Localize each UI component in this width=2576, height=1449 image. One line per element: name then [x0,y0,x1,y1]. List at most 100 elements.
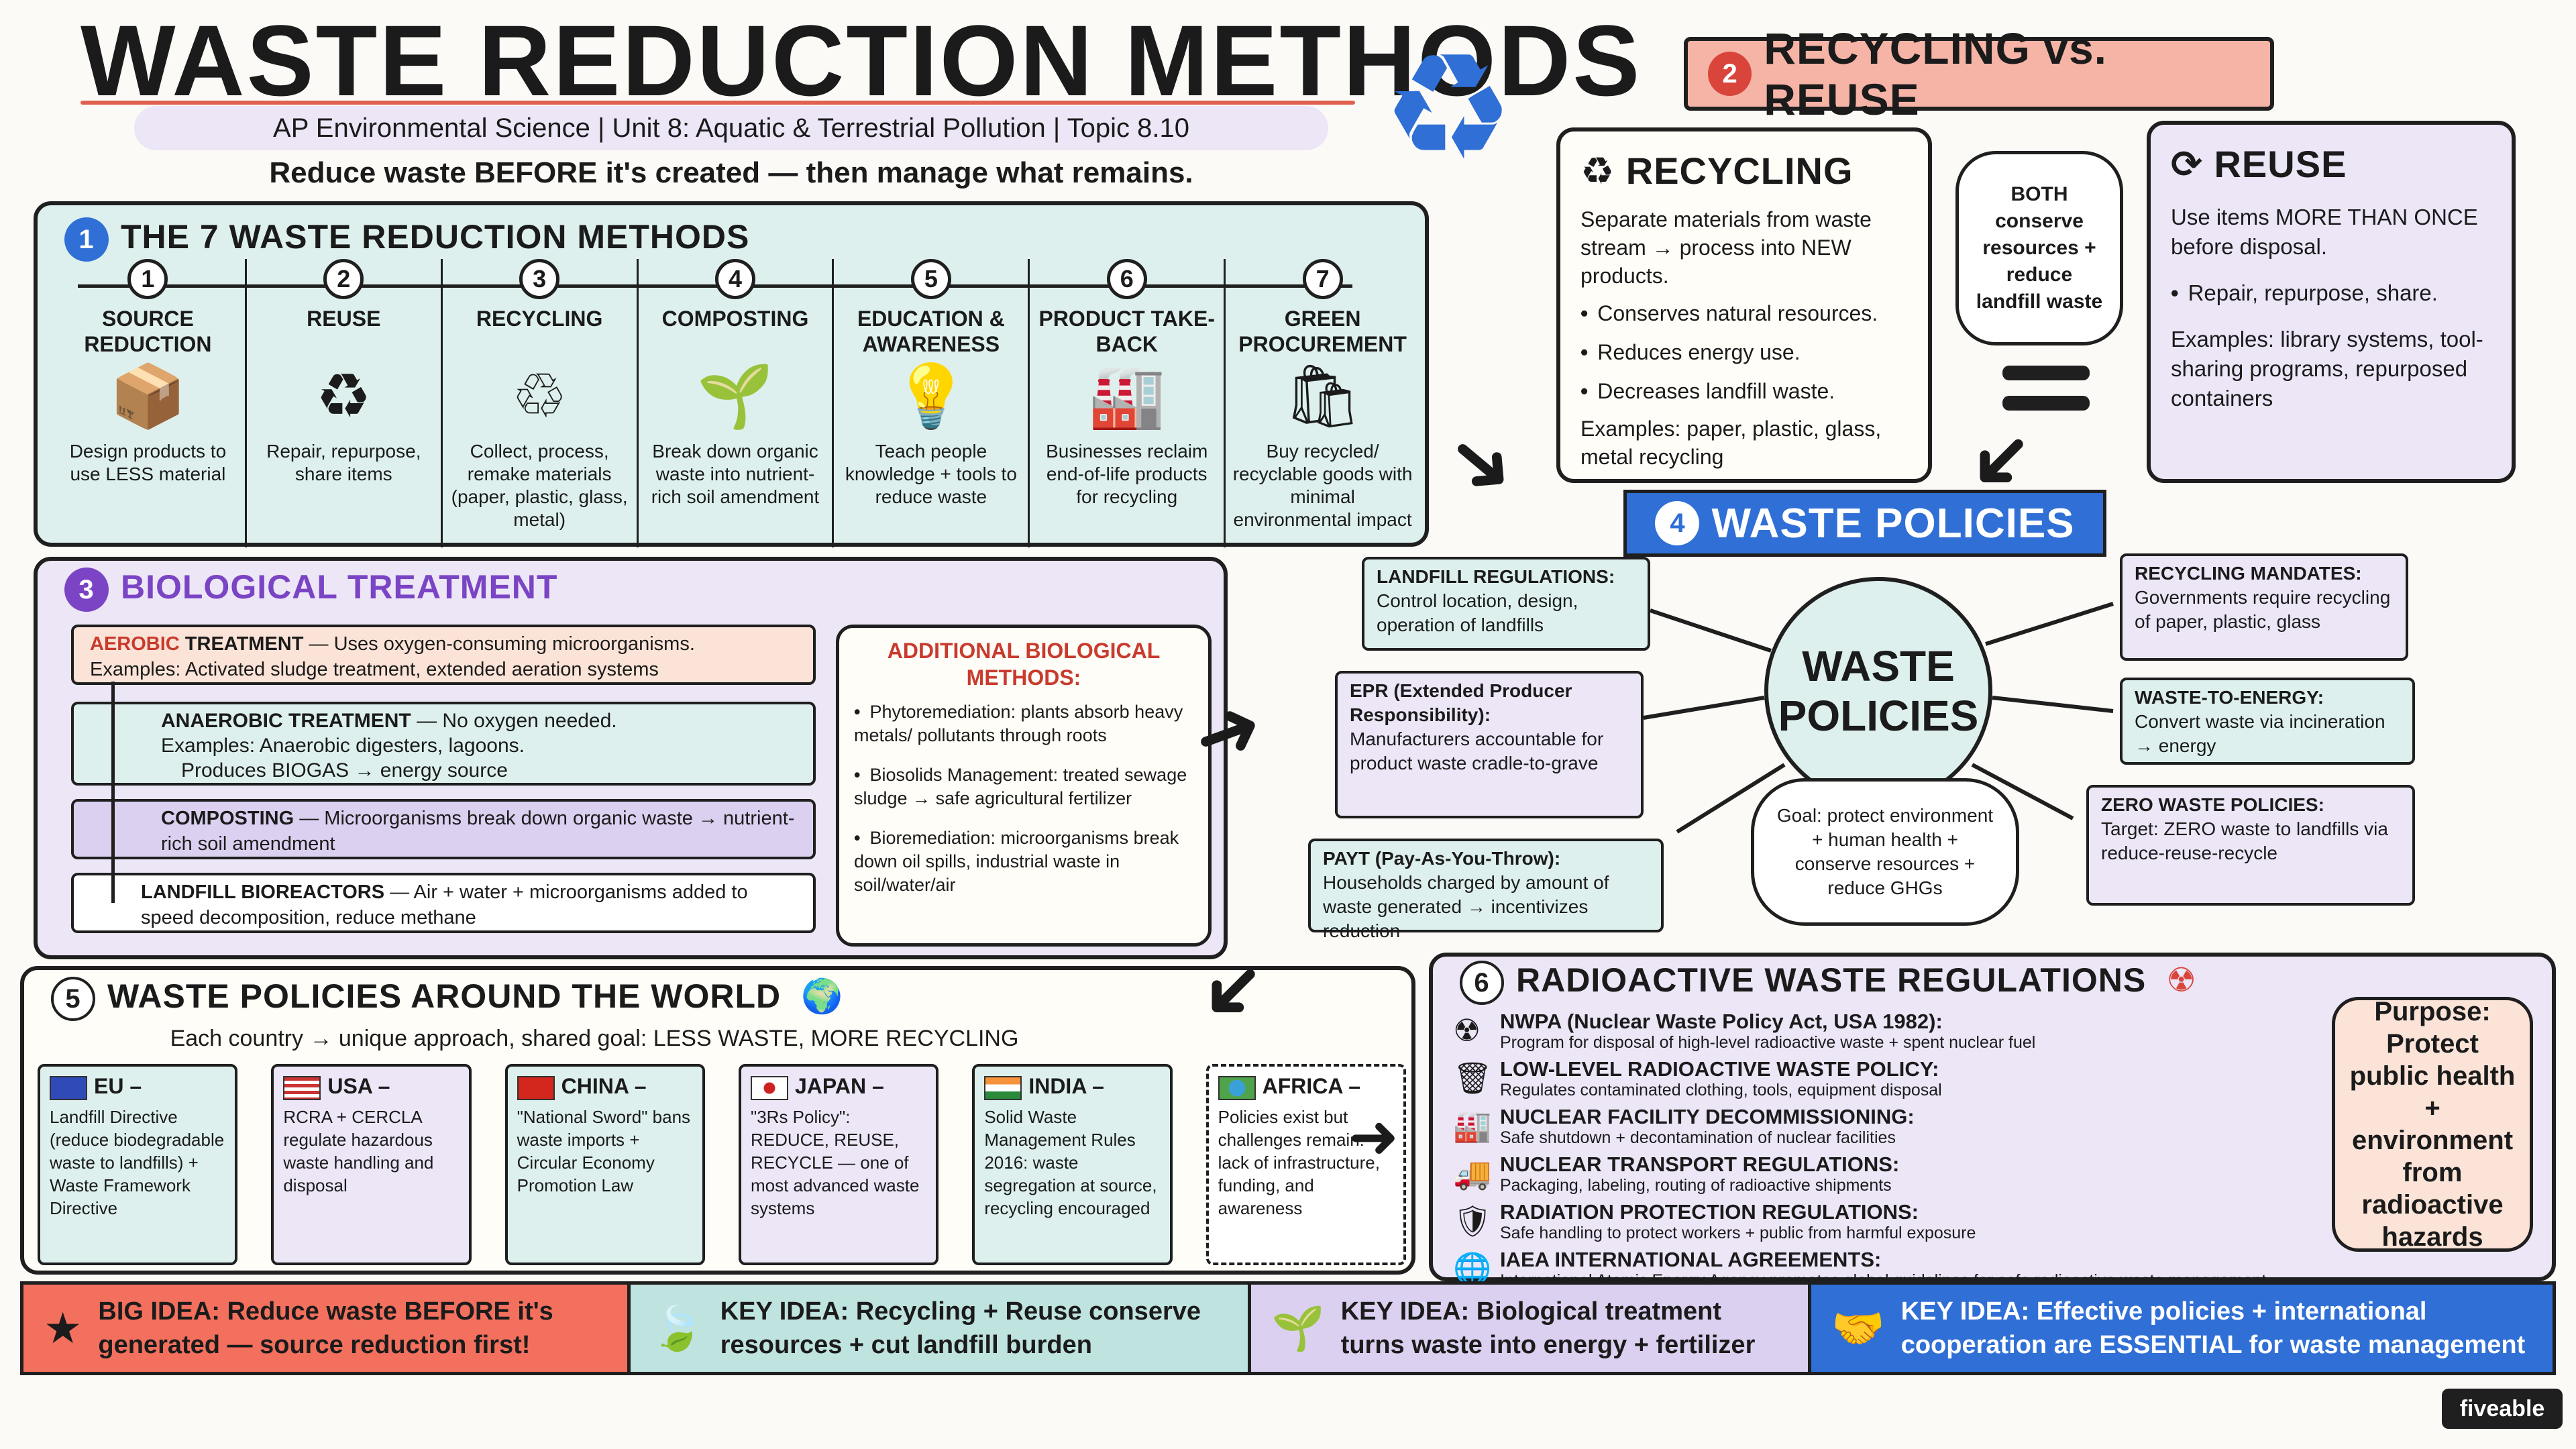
country-name: AFRICA – [1262,1074,1361,1098]
country-name: CHINA – [561,1074,647,1098]
bullet-item: Phytoremediation: plants absorb heavy me… [854,700,1193,747]
policies-hub: WASTE POLICIES [1764,577,1992,805]
recycling-examples: Examples: paper, plastic, glass, metal r… [1580,417,1882,469]
aerobic-examples: Examples: Activated sludge treatment, ex… [90,659,659,680]
method-desc: Businesses reclaim end-of-life products … [1046,441,1208,507]
additional-list: Phytoremediation: plants absorb heavy me… [854,700,1193,897]
composting-desc: — Microorganisms break down organic wast… [161,808,795,855]
bullet-item: Bioremediation: microorganisms break dow… [854,826,1193,897]
method-step-number: 3 [519,259,560,299]
star-icon: ★ [44,1304,83,1352]
anaerobic-row: ANAEROBIC TREATMENT — No oxygen needed. … [71,702,816,786]
policy-title: RECYCLING MANDATES: [2135,563,2362,584]
radioactive-item-icon: 🚚 [1453,1156,1492,1191]
recycling-card-icon: ♻ [1580,150,1626,192]
radioactive-item: 🗑LOW-LEVEL RADIOACTIVE WASTE POLICY:Regu… [1453,1058,2325,1100]
method-desc: Design products to use LESS material [69,441,227,484]
radioactive-item-title: NUCLEAR FACILITY DECOMMISSIONING: [1500,1105,1915,1128]
section5-number: 5 [51,977,95,1021]
method-name: REUSE [307,307,381,331]
bioreactors-row: LANDFILL BIOREACTORS — Air + water + mic… [71,873,816,933]
section2-title: RECYCLING vs. REUSE [1764,23,2108,124]
policy-desc: Target: ZERO waste to landfills via redu… [2101,818,2388,863]
additional-title: ADDITIONAL BIOLOGICAL METHODS: [887,639,1161,690]
radioactive-item-title: LOW-LEVEL RADIOACTIVE WASTE POLICY: [1500,1057,1939,1081]
radioactive-item-title: RADIATION PROTECTION REGULATIONS: [1500,1200,1919,1224]
footer-idea-text: KEY IDEA: Biological treatment turns was… [1340,1297,1756,1359]
brand-logo: fiveable [2442,1389,2563,1429]
section4-number: 4 [1655,501,1700,545]
bioreactors-title: LANDFILL BIOREACTORS [141,881,385,903]
policy-title: LANDFILL REGULATIONS: [1377,566,1615,587]
radioactive-item-desc: Safe shutdown + decontamination of nucle… [1500,1128,1896,1147]
policy-desc: Control location, design, operation of l… [1377,590,1578,635]
radioactive-item-title: NUCLEAR TRANSPORT REGULATIONS: [1500,1152,1900,1176]
policy-card: PAYT (Pay-As-You-Throw):Households charg… [1308,839,1664,941]
method-name: PRODUCT TAKE-BACK [1038,307,1215,356]
flag-icon [1218,1075,1256,1100]
policy-desc: Governments require recycling of paper, … [2135,587,2391,632]
globe-icon: 🌍 [801,977,844,1016]
radioactive-item-icon: 🏭 [1453,1108,1492,1143]
subtitle: AP Environmental Science | Unit 8: Aquat… [134,106,1328,150]
radioactive-item: 🏭 NUCLEAR FACILITY DECOMMISSIONING:Safe s… [1453,1106,2325,1148]
countries-row: EU –Landfill Directive (reduce biodegrad… [38,1064,1406,1265]
bullet-item: Biosolids Management: treated sewage slu… [854,763,1193,810]
aerobic-row: AEROBIC TREATMENT — Uses oxygen-consumin… [71,625,816,685]
handshake-icon: 🤝 [1831,1304,1885,1352]
footer-idea-1: ★BIG IDEA: Reduce waste BEFORE it's gene… [20,1281,631,1375]
tagline: Reduce waste BEFORE it's created — then … [269,156,1193,189]
footer-idea-2: 🍃KEY IDEA: Recycling + Reuse conserve re… [627,1281,1251,1375]
flag-icon [750,1075,788,1100]
methods-flow-line [78,284,1352,288]
method-icon: 🏭 [1088,362,1165,431]
reuse-desc: Use items MORE THAN ONCE before disposal… [2171,205,2478,259]
policy-card: WASTE-TO-ENERGY:Convert waste via incine… [2120,678,2415,765]
method-name: EDUCATION & AWARENESS [857,307,1005,356]
country-desc: Landfill Directive (reduce biodegradable… [50,1106,225,1218]
country-card: JAPAN –"3Rs Policy": REDUCE, REUSE, RECY… [738,1064,939,1265]
aerobic-desc: — Uses oxygen-consuming microorganisms. [303,633,695,655]
country-card: AFRICA –Policies exist but challenges re… [1205,1064,1406,1265]
section3-number: 3 [64,568,109,612]
bullet-item: Conserves natural resources. [1580,298,1908,329]
method-name: SOURCE REDUCTION [84,307,212,356]
footer-idea-text: KEY IDEA: Recycling + Reuse conserve res… [720,1297,1201,1359]
country-card: USA –RCRA + CERCLA regulate hazardous wa… [271,1064,472,1265]
radioactive-item: ☢NWPA (Nuclear Waste Policy Act, USA 198… [1453,1010,2325,1053]
country-name: JAPAN – [794,1074,884,1098]
recycling-card: ♻ RECYCLING Separate materials from wast… [1556,127,1932,483]
footer-idea-3: 🌱 KEY IDEA: Biological treatment turns wa… [1248,1281,1811,1375]
method-icon: 🌱 [696,362,774,431]
radioactive-item: 🛡RADIATION PROTECTION REGULATIONS:Safe h… [1453,1201,2325,1243]
radiation-icon: ☢ [2166,961,2198,1000]
page-title: WASTE REDUCTION METHODS [80,4,1642,117]
policy-card: LANDFILL REGULATIONS: Control location, d… [1362,557,1650,651]
recycling-bullets: Conserves natural resources.Reduces ener… [1580,298,1908,407]
section2-number: 2 [1708,52,1752,96]
section4-banner: 4 WASTE POLICIES [1623,490,2106,557]
reuse-bullets: Repair, repurpose, share. [2171,278,2491,309]
sprout-icon: 🌱 [1271,1304,1325,1352]
section4-title: WASTE POLICIES [1711,500,2075,547]
section6-number: 6 [1460,961,1504,1005]
method-desc: Buy recycled/ recyclable goods with mini… [1232,441,1413,530]
policy-title: ZERO WASTE POLICIES: [2101,794,2324,815]
aerobic-label: AEROBIC [90,633,180,655]
bullet-item: Decreases landfill waste. [1580,376,1908,407]
country-desc: RCRA + CERCLA regulate hazardous waste h… [283,1106,434,1195]
method-desc: Repair, repurpose, share items [266,441,421,484]
title-underline [80,101,1355,105]
footer-idea-4: 🤝KEY IDEA: Effective policies + internat… [1808,1281,2556,1375]
method-name: COMPOSTING [661,307,809,331]
section2-banner: 2 RECYCLING vs. REUSE [1684,23,2274,124]
